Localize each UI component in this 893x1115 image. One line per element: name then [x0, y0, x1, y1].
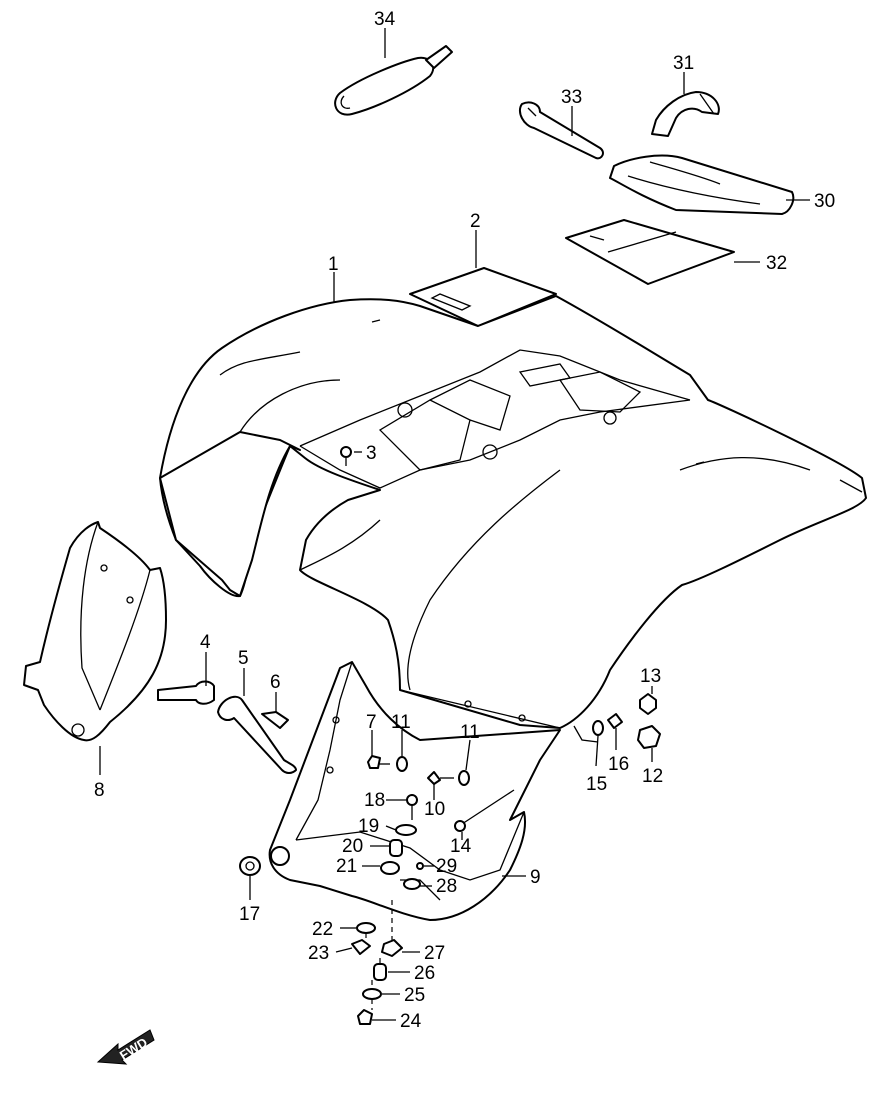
label-31: 31	[673, 53, 694, 74]
label-24: 24	[400, 1011, 422, 1032]
part-2-label	[409, 267, 557, 327]
fasteners	[367, 755, 470, 890]
label-11a: 11	[391, 712, 411, 733]
part-34-tool-roll	[334, 45, 453, 116]
label-15: 15	[586, 774, 607, 795]
part-33-wrench	[518, 101, 604, 160]
label-30: 30	[814, 191, 835, 212]
label-20: 20	[342, 836, 363, 857]
part-1-rear-fender	[159, 295, 867, 729]
label-7: 7	[366, 712, 377, 733]
label-18: 18	[364, 790, 385, 811]
part-30-bag	[609, 154, 795, 215]
part-6-bolt	[261, 711, 289, 729]
label-16: 16	[608, 754, 629, 775]
label-21: 21	[336, 856, 357, 877]
label-26: 26	[414, 963, 435, 984]
label-23: 23	[308, 943, 329, 964]
label-5: 5	[238, 648, 249, 669]
lower-fasteners	[351, 900, 403, 1025]
leader-lines	[99, 28, 810, 1021]
label-9: 9	[530, 867, 541, 888]
label-19: 19	[358, 816, 379, 837]
part-17-grommet	[239, 856, 261, 876]
part-3-bolt	[340, 446, 352, 466]
label-4: 4	[200, 632, 211, 653]
label-13: 13	[640, 666, 661, 687]
label-11b: 11	[460, 722, 480, 743]
label-6: 6	[270, 672, 281, 693]
label-28: 28	[436, 876, 457, 897]
part-5-bracket	[217, 695, 297, 774]
label-2: 2	[470, 211, 481, 232]
label-33: 33	[561, 87, 582, 108]
label-34: 34	[374, 9, 396, 30]
label-27: 27	[424, 943, 445, 964]
label-25: 25	[404, 985, 425, 1006]
label-8: 8	[94, 780, 105, 801]
label-1: 1	[328, 254, 339, 275]
label-22: 22	[312, 919, 333, 940]
part-4-stay	[157, 680, 215, 705]
right-fasteners	[573, 693, 661, 749]
label-10: 10	[424, 799, 445, 820]
label-3: 3	[366, 443, 377, 464]
label-17: 17	[239, 904, 260, 925]
label-29: 29	[436, 856, 457, 877]
fwd-arrow-icon: FWD	[96, 1029, 155, 1065]
part-32-manual	[565, 219, 735, 285]
part-14-screw	[454, 789, 515, 832]
part-8-mudguard	[23, 521, 167, 742]
label-32: 32	[766, 253, 787, 274]
label-12: 12	[642, 766, 663, 787]
callout-labels: 34 31 33 30 2 32 1 3 4 5 6 8 13 7 11 11 …	[94, 9, 835, 1032]
part-31-strap	[651, 91, 720, 137]
label-14: 14	[450, 836, 472, 857]
